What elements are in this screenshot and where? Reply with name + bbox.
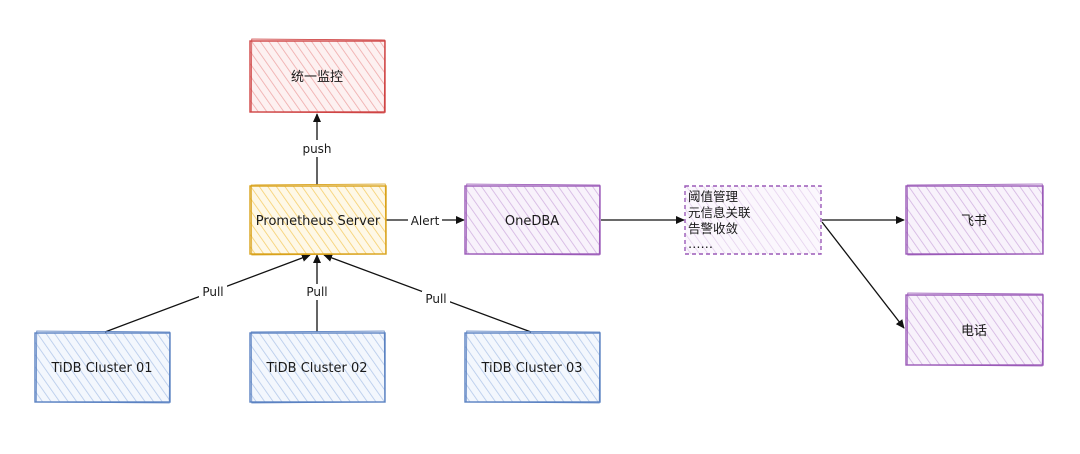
edge-pull-01-label-bg bbox=[199, 284, 227, 300]
note-line-ellipsis: …… bbox=[688, 236, 713, 251]
edge-alert-label-bg bbox=[408, 212, 442, 229]
edge-pull-01-label: Pull bbox=[202, 285, 223, 299]
node-cluster-01-label: TiDB Cluster 01 bbox=[50, 361, 152, 376]
node-phone[interactable]: 电话 bbox=[905, 292, 1044, 367]
node-onedba[interactable]: OneDBA bbox=[464, 183, 601, 256]
node-cluster-02-box bbox=[249, 332, 386, 403]
node-prometheus-sketch bbox=[250, 183, 387, 256]
node-feishu-box bbox=[905, 185, 1044, 255]
node-feishu[interactable]: 飞书 bbox=[905, 183, 1044, 256]
node-cluster-01[interactable]: TiDB Cluster 01 bbox=[34, 330, 171, 404]
node-cluster-03-sketch bbox=[465, 330, 601, 404]
node-onedba-sketch bbox=[465, 183, 601, 256]
node-processing-note[interactable]: 阈值管理 元信息关联 告警收敛 …… bbox=[684, 185, 822, 255]
node-unified-monitor-box bbox=[249, 40, 386, 113]
node-unified-monitor-label: 统一监控 bbox=[291, 70, 343, 85]
edge-alert-label: Alert bbox=[411, 214, 440, 228]
node-cluster-03[interactable]: TiDB Cluster 03 bbox=[464, 330, 601, 404]
node-cluster-03-box bbox=[464, 332, 601, 403]
node-phone-sketch bbox=[906, 292, 1044, 367]
node-prometheus[interactable]: Prometheus Server bbox=[249, 183, 387, 256]
node-cluster-02[interactable]: TiDB Cluster 02 bbox=[249, 330, 386, 404]
node-onedba-box bbox=[464, 185, 601, 255]
note-line-threshold: 阈值管理 bbox=[688, 189, 739, 204]
note-line-alert-converge: 告警收敛 bbox=[688, 221, 739, 236]
node-phone-box bbox=[905, 294, 1044, 366]
node-feishu-label: 飞书 bbox=[961, 214, 987, 229]
node-unified-monitor[interactable]: 统一监控 bbox=[249, 38, 386, 114]
node-cluster-02-sketch bbox=[250, 330, 386, 404]
edge-pull-03-label: Pull bbox=[425, 292, 446, 306]
node-cluster-02-label: TiDB Cluster 02 bbox=[265, 361, 367, 376]
node-cluster-01-sketch bbox=[35, 330, 171, 404]
edge-pull-02-label: Pull bbox=[306, 285, 327, 299]
node-processing-note-box bbox=[684, 185, 822, 255]
node-cluster-01-box bbox=[34, 332, 171, 403]
note-line-metadata: 元信息关联 bbox=[688, 205, 751, 220]
node-feishu-sketch bbox=[906, 183, 1044, 256]
node-unified-monitor-sketch bbox=[250, 38, 386, 114]
edge-note-to-phone bbox=[821, 221, 905, 329]
node-cluster-03-label: TiDB Cluster 03 bbox=[480, 361, 582, 376]
edges: push Alert Pull Pull Pull bbox=[104, 113, 905, 333]
edge-pull-02-label-bg bbox=[303, 284, 331, 300]
edge-push-label-bg bbox=[300, 140, 334, 157]
node-prometheus-box bbox=[249, 185, 387, 255]
node-prometheus-label: Prometheus Server bbox=[256, 214, 381, 229]
node-onedba-label: OneDBA bbox=[505, 214, 559, 229]
node-phone-label: 电话 bbox=[961, 324, 987, 339]
edge-pull-03-label-bg bbox=[422, 291, 450, 307]
edge-push-label: push bbox=[302, 142, 331, 156]
